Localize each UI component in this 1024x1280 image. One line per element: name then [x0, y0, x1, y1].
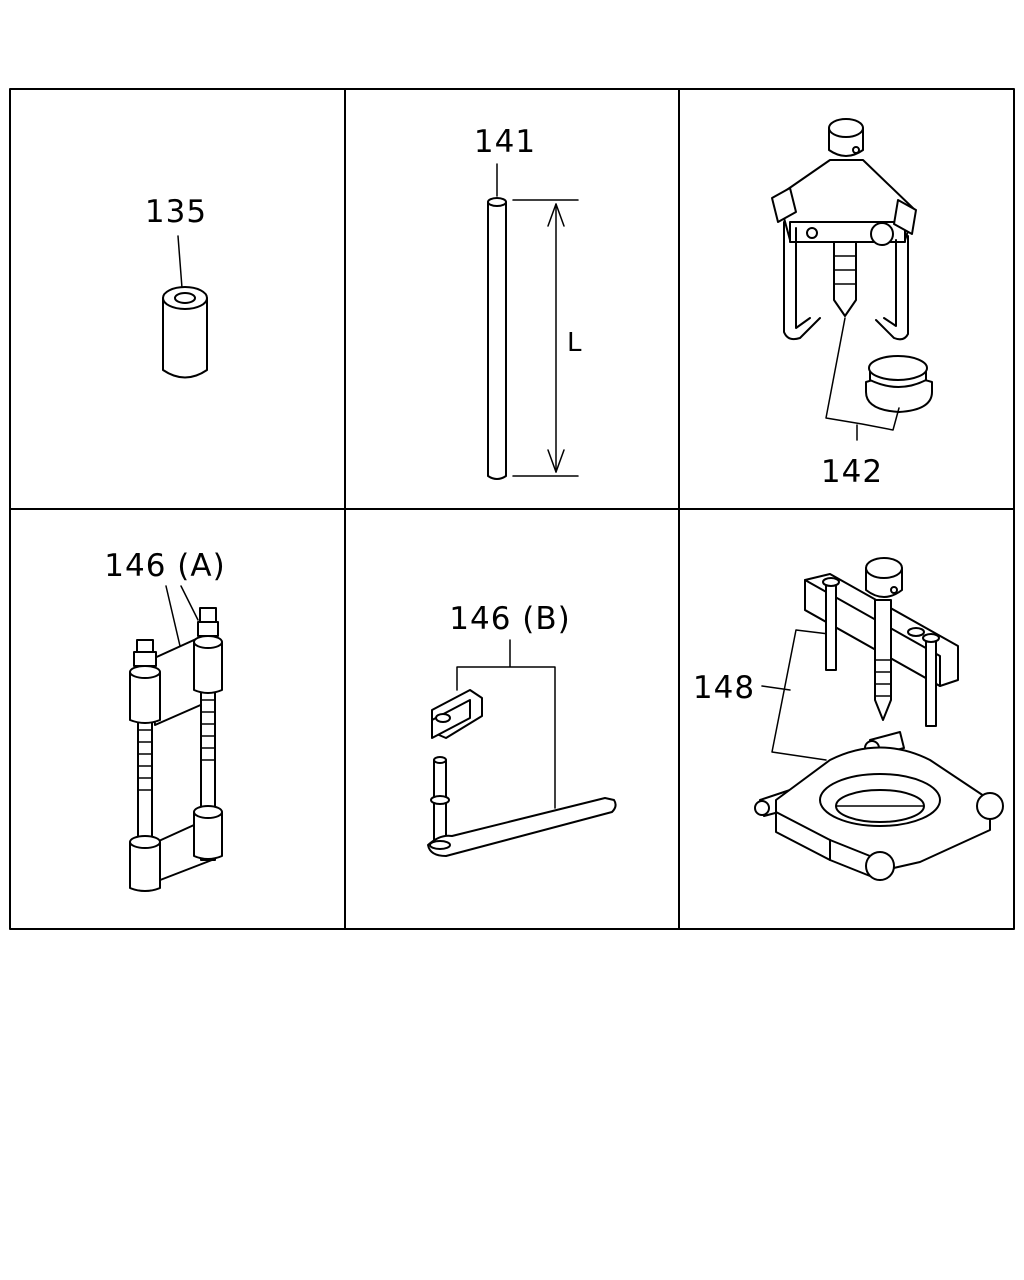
part-number-146b: 146 (B) — [449, 601, 570, 637]
panel-148: 148 — [693, 557, 1004, 881]
part-number-146a: 146 (A) — [104, 548, 225, 584]
part-number-135: 135 — [145, 194, 207, 230]
bearing-separator-drawing — [754, 731, 1004, 881]
diagram-grid — [9, 88, 1015, 930]
panel-146b: 146 (B) — [427, 601, 617, 857]
leader-line-146a — [165, 585, 199, 647]
panel-135: 135 — [145, 194, 208, 379]
leader-line-146b — [456, 639, 556, 809]
pin-and-wrench-drawing — [427, 756, 617, 857]
pin-holder-drawing — [431, 689, 483, 739]
dimension-line-l — [512, 199, 579, 477]
threaded-rod-bracket-drawing — [129, 607, 223, 892]
leader-line-135 — [177, 235, 183, 289]
part-number-142: 142 — [821, 454, 883, 490]
part-number-148: 148 — [693, 670, 755, 706]
rod-drawing — [487, 197, 507, 480]
puller-bar-drawing — [804, 557, 959, 727]
panel-141: 141 L — [474, 124, 582, 480]
panel-142: 142 — [771, 118, 933, 490]
dimension-label-l: L — [567, 328, 582, 358]
part-number-141: 141 — [474, 124, 536, 160]
jaw-puller-drawing — [771, 118, 933, 413]
panel-146a: 146 (A) — [104, 548, 225, 892]
leader-line-148 — [761, 629, 830, 761]
sleeve-drawing — [162, 286, 208, 379]
leader-line-142 — [825, 317, 900, 441]
